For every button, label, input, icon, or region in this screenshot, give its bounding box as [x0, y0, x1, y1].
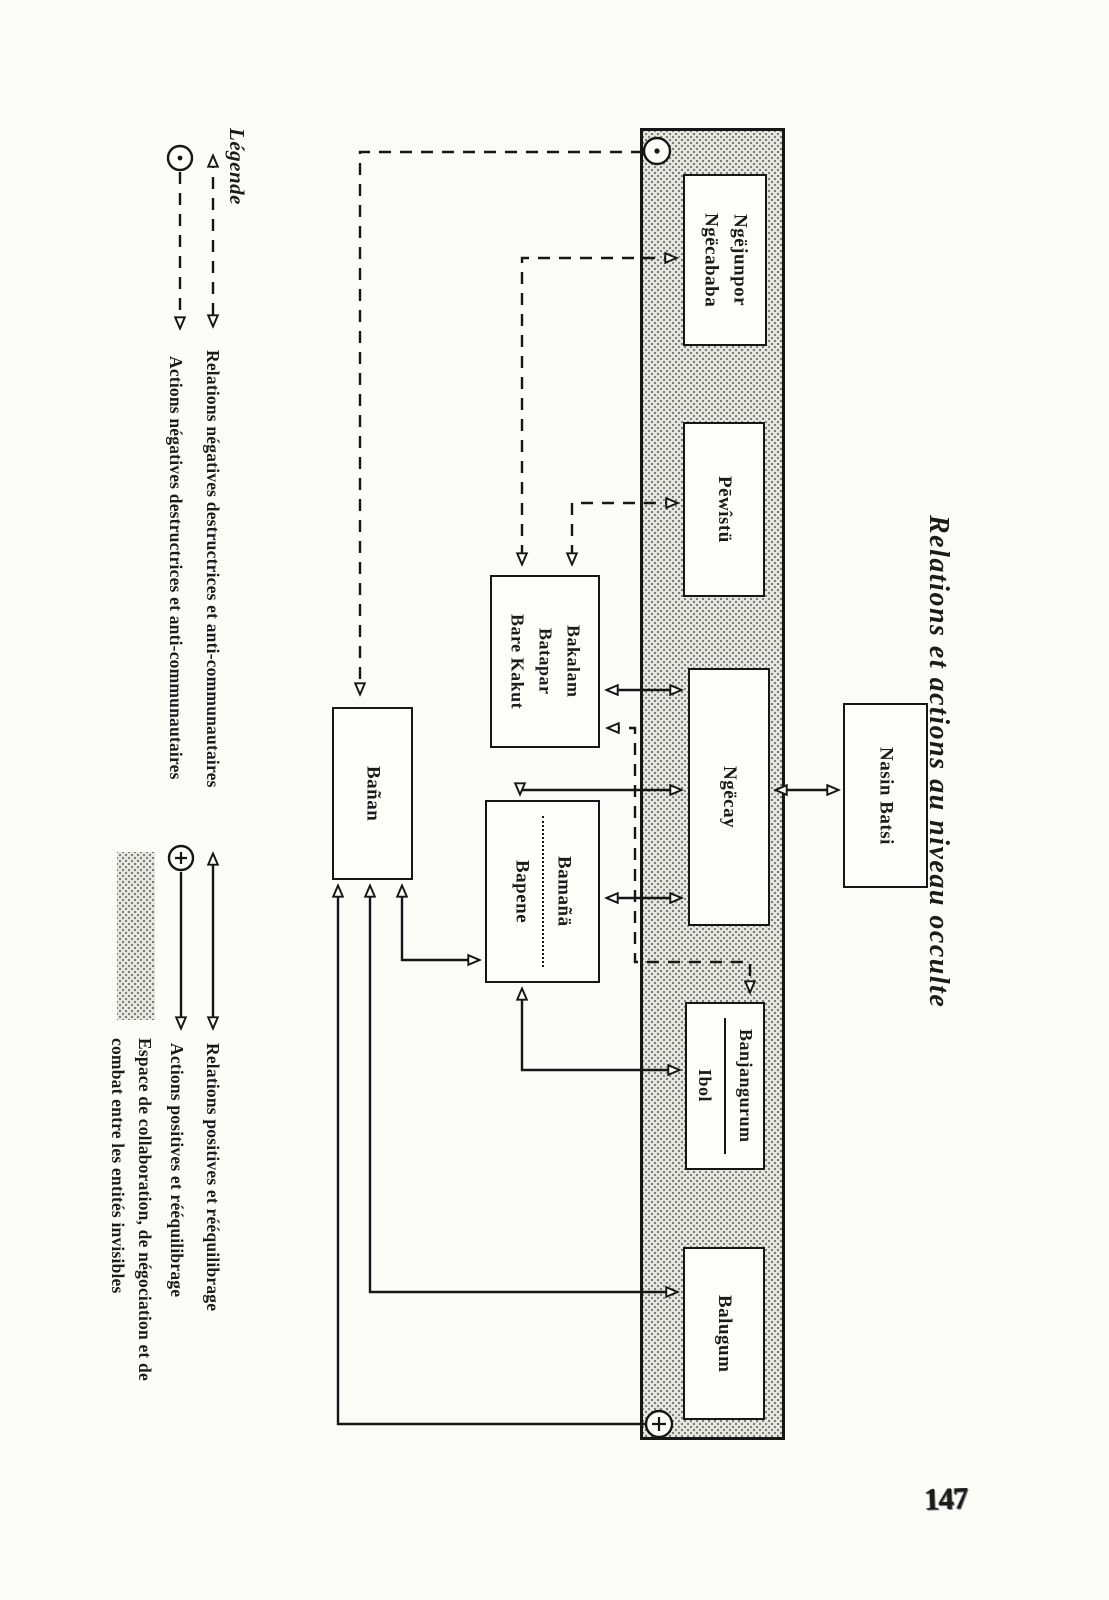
shaded-area-swatch-icon	[117, 852, 155, 1020]
dotted-divider	[541, 816, 544, 967]
legend-label-espace-line1: Espace de collaboration, de négociation …	[135, 1038, 155, 1381]
legend-heading: Légende	[225, 128, 249, 205]
figure-title: Relations et actions au niveau occulte	[923, 515, 954, 1009]
legend-label-espace-collaboration: Espace de collaboration, de négociation …	[107, 1038, 155, 1381]
box-bakalam-line1: Bakalam	[563, 625, 584, 698]
box-banan-line1: Bañan	[362, 765, 384, 822]
box-bakalam-line3: Bare Kakut	[507, 613, 528, 710]
legend-label-espace-line2: combat entre les entités invisibles	[108, 1038, 128, 1294]
box-bamana-line2: Bapene	[511, 859, 533, 924]
box-pewistu: Pēwîstü	[683, 422, 765, 597]
legend-circle-plus-icon	[167, 844, 195, 872]
legend-label-relations-negatives: Relations négatives destructrices et ant…	[203, 350, 223, 788]
solid-divider	[724, 1018, 726, 1154]
legend-circle-dot-icon	[166, 144, 194, 172]
box-pewistu-line1: Pēwîstü	[714, 476, 735, 543]
box-banan: Bañan	[332, 707, 413, 880]
box-nasin-batsi: Nasin Batsi	[843, 703, 928, 888]
box-banjangurum-ibol: Banjangurum Ibol	[685, 1002, 765, 1170]
box-ngecay-line1: Ngëcay	[719, 765, 740, 829]
legend-label-relations-positives: Relations positives et rééquilibrage	[203, 1043, 223, 1312]
box-ngejunpor-ngecababa: Ngëjunpor Ngëcababa	[683, 174, 767, 346]
box-banjangurum-line1: Banjangurum	[736, 1029, 756, 1143]
box-balugum-line1: Balugum	[714, 1294, 735, 1373]
box-ngecay: Ngëcay	[688, 668, 770, 926]
legend-label-actions-negatives: Actions négatives destructrices et anti-…	[166, 356, 186, 780]
box-nasin-batsi-line1: Nasin Batsi	[875, 746, 897, 845]
box-bamana-line1: Bamañä	[553, 856, 575, 927]
solid-relation-banan-bamana	[402, 886, 479, 960]
box-bakalam-batapar-bare-kakut: Bakalam Batapar Bare Kakut	[490, 575, 600, 748]
box-banjangurum-line2: Ibol	[695, 1069, 715, 1103]
box-bamana-bapene: Bamañä Bapene	[485, 800, 600, 983]
box-balugum: Balugum	[683, 1247, 765, 1420]
box-ngejunpor-line1: Ngëjunpor	[729, 213, 751, 307]
box-bakalam-line2: Batapar	[535, 628, 556, 695]
page-number: 147	[923, 1480, 969, 1517]
legend-label-actions-positives: Actions positives et rééquilibrage	[167, 1043, 187, 1298]
box-ngejunpor-line2: Ngëcababa	[700, 212, 722, 308]
